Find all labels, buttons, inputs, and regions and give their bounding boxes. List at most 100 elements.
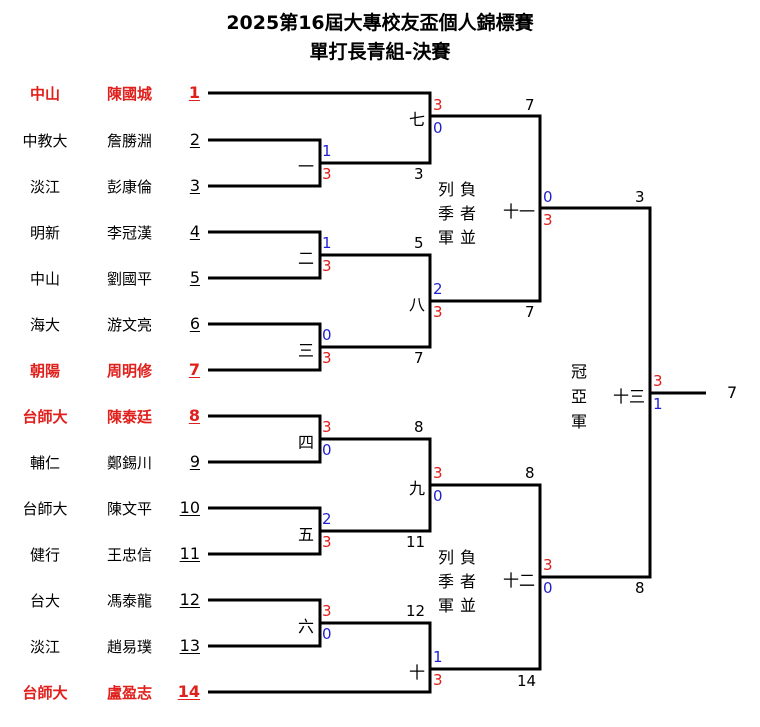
note-char: 軍 bbox=[571, 412, 588, 431]
player-seed: 9 bbox=[189, 452, 200, 471]
player-school: 健行 bbox=[30, 546, 61, 564]
page-title: 2025第16屆大專校友盃個人錦標賽 bbox=[226, 12, 534, 34]
match-score-bottom: 3 bbox=[433, 303, 443, 321]
player-name: 趙易璞 bbox=[107, 638, 153, 656]
match-score-top: 3 bbox=[322, 602, 332, 620]
match-label: 十一 bbox=[503, 202, 536, 221]
player-name: 馮泰龍 bbox=[107, 592, 153, 610]
match-score-bottom: 3 bbox=[433, 671, 443, 689]
match-winner: 7 bbox=[525, 303, 535, 321]
match-winner: 3 bbox=[635, 188, 645, 206]
player-school: 台師大 bbox=[22, 500, 68, 518]
page-subtitle: 單打長青組-決賽 bbox=[309, 41, 451, 63]
player-name: 周明修 bbox=[107, 362, 153, 380]
note-char: 軍 bbox=[438, 228, 455, 247]
player-seed: 4 bbox=[189, 222, 200, 241]
player-school: 台師大 bbox=[22, 408, 68, 426]
player-school: 淡江 bbox=[30, 638, 61, 656]
match-winner: 14 bbox=[517, 672, 537, 690]
player-school: 海大 bbox=[30, 316, 61, 334]
bracket-match-7 bbox=[208, 91, 432, 165]
player-seed: 7 bbox=[188, 360, 200, 379]
match-label: 二 bbox=[298, 249, 315, 268]
match-score-top: 3 bbox=[653, 372, 663, 390]
bracket-match-10 bbox=[208, 621, 432, 694]
player-name: 陳國城 bbox=[107, 85, 153, 103]
player-seed: 6 bbox=[189, 314, 200, 333]
player-seed: 8 bbox=[188, 406, 200, 425]
player-name: 劉國平 bbox=[107, 270, 153, 288]
match-score-bottom: 3 bbox=[322, 349, 332, 367]
note-char: 列 bbox=[438, 548, 455, 567]
match-score-top: 2 bbox=[322, 510, 332, 528]
match-score-top: 1 bbox=[433, 648, 443, 666]
note-char: 負 bbox=[460, 180, 477, 199]
player-name: 陳泰廷 bbox=[107, 408, 153, 426]
match-score-bottom: 0 bbox=[433, 487, 443, 505]
player-seed: 10 bbox=[179, 498, 200, 517]
player-seed: 11 bbox=[179, 544, 200, 563]
player-school: 中山 bbox=[30, 270, 61, 288]
match-score-top: 3 bbox=[322, 418, 332, 436]
match-label: 三 bbox=[298, 341, 315, 360]
match-winner: 7 bbox=[414, 349, 424, 367]
player-seed: 1 bbox=[188, 83, 200, 102]
match-winner: 3 bbox=[414, 165, 424, 183]
player-seed: 3 bbox=[189, 176, 200, 195]
player-school: 明新 bbox=[30, 224, 61, 242]
match-score-top: 0 bbox=[543, 188, 553, 206]
match-label: 一 bbox=[298, 157, 315, 176]
note-char: 列 bbox=[438, 180, 455, 199]
note-char: 者 bbox=[460, 572, 477, 591]
match-label: 八 bbox=[409, 295, 426, 314]
match-score-top: 3 bbox=[543, 556, 553, 574]
match-score-bottom: 0 bbox=[543, 579, 553, 597]
player-school: 台師大 bbox=[22, 684, 68, 702]
player-school: 中教大 bbox=[22, 132, 68, 150]
match-score-top: 3 bbox=[433, 96, 443, 114]
player-school: 朝陽 bbox=[30, 362, 61, 380]
match-score-top: 1 bbox=[322, 142, 332, 160]
note-char: 季 bbox=[438, 204, 455, 223]
champion: 7 bbox=[727, 383, 738, 402]
player-name: 陳文平 bbox=[107, 500, 153, 518]
match-score-bottom: 0 bbox=[322, 625, 332, 643]
player-name: 盧盈志 bbox=[107, 684, 153, 702]
match-winner: 12 bbox=[406, 602, 426, 620]
match-score-top: 3 bbox=[433, 464, 443, 482]
match-label: 七 bbox=[409, 110, 426, 129]
player-seed: 13 bbox=[179, 636, 200, 655]
match-score-top: 2 bbox=[433, 280, 443, 298]
match-winner: 5 bbox=[414, 234, 424, 252]
match-winner: 11 bbox=[406, 533, 426, 551]
match-score-bottom: 1 bbox=[653, 395, 663, 413]
player-school: 中山 bbox=[30, 85, 61, 103]
note-char: 並 bbox=[460, 596, 477, 615]
player-school: 輔仁 bbox=[30, 454, 61, 472]
match-label: 九 bbox=[409, 479, 426, 498]
player-name: 游文亮 bbox=[107, 316, 153, 334]
match-score-bottom: 3 bbox=[543, 211, 553, 229]
match-winner: 8 bbox=[525, 464, 535, 482]
match-score-top: 0 bbox=[322, 326, 332, 344]
note-char: 軍 bbox=[438, 596, 455, 615]
match-label: 四 bbox=[298, 433, 315, 452]
note-char: 者 bbox=[460, 204, 477, 223]
match-label: 六 bbox=[298, 617, 315, 636]
note-char: 季 bbox=[438, 572, 455, 591]
match-score-bottom: 3 bbox=[322, 165, 332, 183]
match-score-bottom: 3 bbox=[322, 533, 332, 551]
player-name: 李冠漢 bbox=[107, 224, 153, 242]
match-winner: 8 bbox=[414, 418, 424, 436]
player-name: 鄭錫川 bbox=[107, 454, 153, 472]
player-name: 彭康倫 bbox=[107, 178, 153, 196]
player-seed: 5 bbox=[189, 268, 200, 287]
player-name: 詹勝淵 bbox=[107, 132, 153, 150]
player-name: 王忠信 bbox=[107, 546, 153, 564]
match-score-top: 1 bbox=[322, 234, 332, 252]
note-char: 亞 bbox=[571, 387, 588, 406]
match-winner: 8 bbox=[635, 579, 645, 597]
player-school: 台大 bbox=[30, 592, 61, 610]
player-seed: 2 bbox=[189, 130, 200, 149]
note-char: 並 bbox=[460, 228, 477, 247]
